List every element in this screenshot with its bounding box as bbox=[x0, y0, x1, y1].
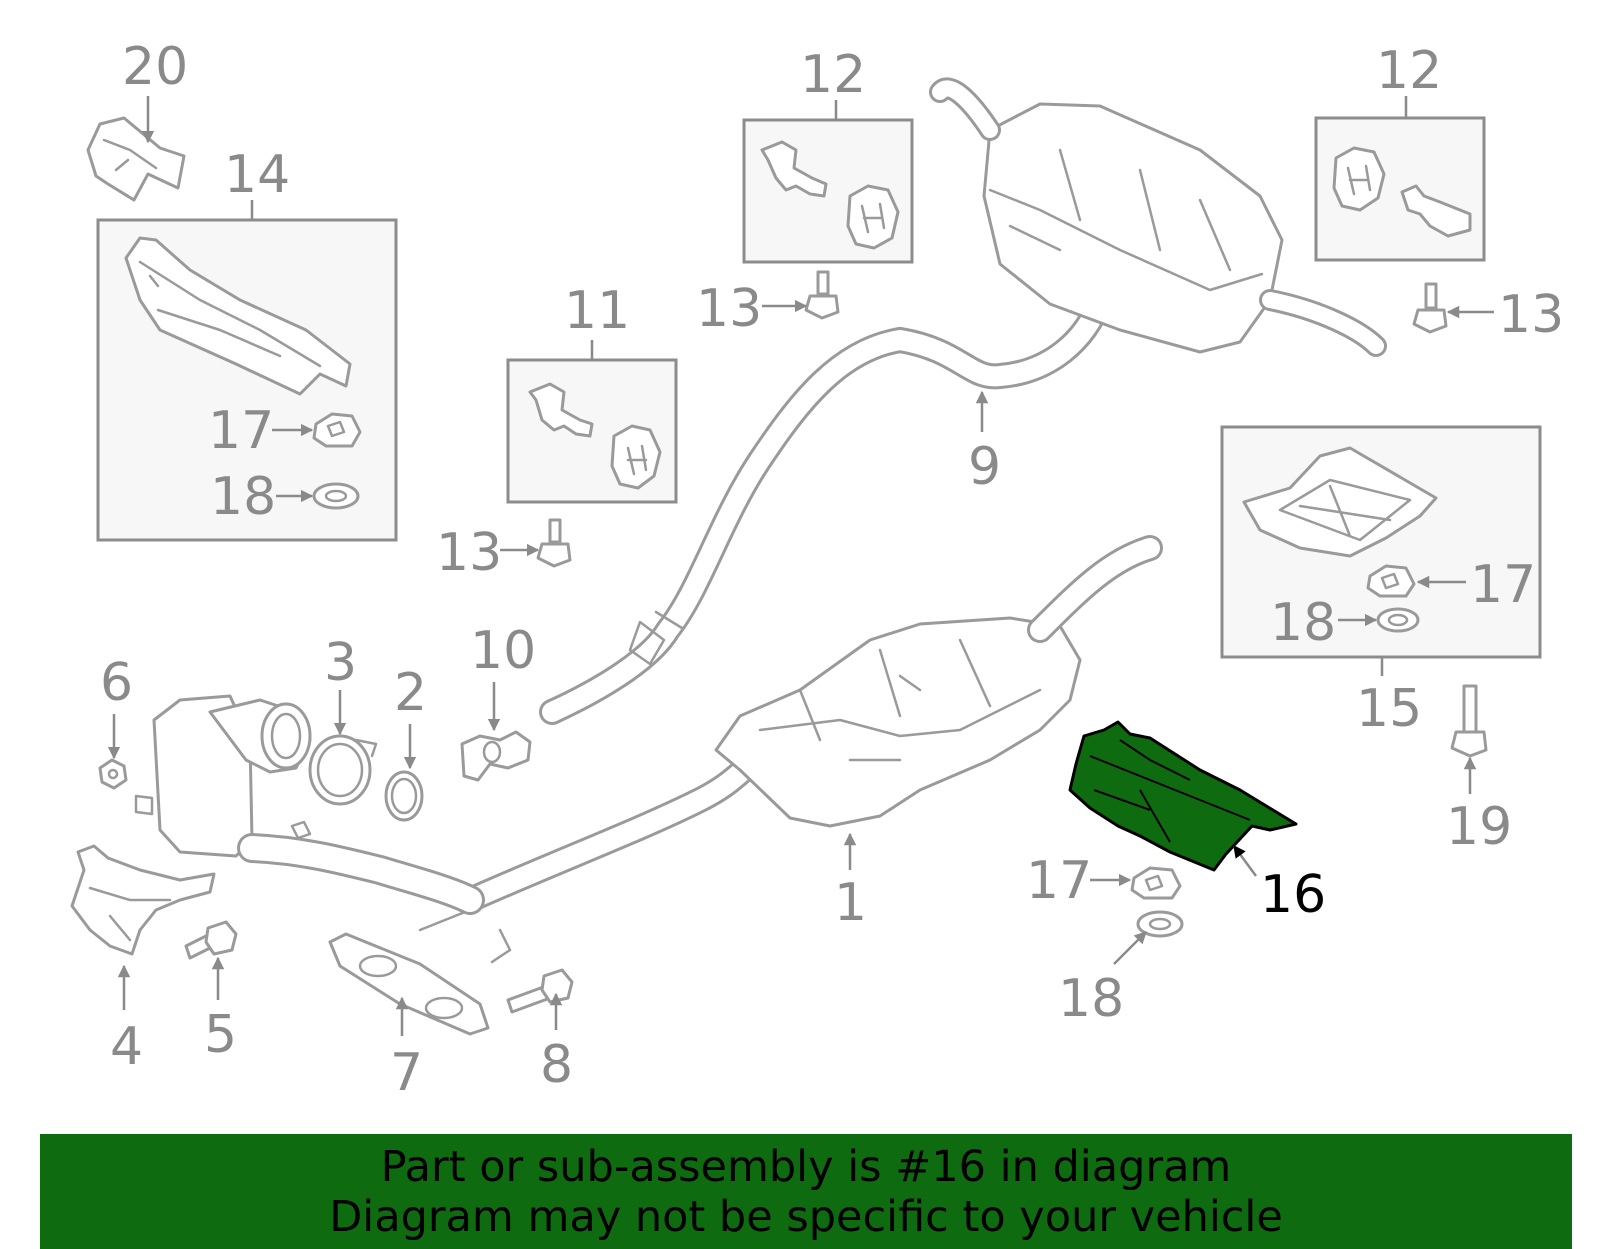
callout-17: 17 bbox=[1026, 851, 1092, 911]
callout-13: 13 bbox=[696, 279, 762, 339]
part-10-clamp bbox=[460, 730, 532, 782]
callout-13: 13 bbox=[1498, 285, 1564, 345]
callout-9: 9 bbox=[968, 437, 1001, 497]
callout-16: 16 bbox=[1260, 865, 1326, 925]
part-17-gasket-c bbox=[1130, 866, 1182, 900]
part-16-heat-shield-highlighted bbox=[1068, 720, 1298, 872]
banner-line-2: Diagram may not be specific to your vehi… bbox=[329, 1191, 1283, 1242]
callout-8: 8 bbox=[540, 1035, 573, 1095]
banner-line-1: Part or sub-assembly is #16 in diagram bbox=[380, 1141, 1232, 1192]
callout-10: 10 bbox=[470, 621, 536, 681]
leader-lines bbox=[107, 96, 1494, 1036]
callout-13: 13 bbox=[436, 523, 502, 583]
part-1-center-muffler bbox=[418, 535, 1163, 964]
callout-20: 20 bbox=[122, 37, 188, 97]
part-15-heat-shield bbox=[1242, 446, 1438, 558]
callout-15: 15 bbox=[1356, 679, 1422, 739]
part-4-bracket bbox=[70, 844, 216, 956]
callout-18: 18 bbox=[210, 467, 276, 527]
part-3-clamp bbox=[308, 734, 378, 806]
part-8-bolt bbox=[506, 968, 574, 1014]
callout-labels: 20 14 17 18 11 12 12 13 13 13 9 17 18 15… bbox=[100, 37, 1564, 1103]
callout-4: 4 bbox=[110, 1017, 143, 1077]
part-18-washer-b bbox=[1376, 607, 1420, 633]
part-13-bolt-c bbox=[536, 518, 572, 568]
part-12-hanger-left bbox=[760, 140, 900, 250]
part-17-gasket-b bbox=[1366, 564, 1416, 598]
callout-6: 6 bbox=[100, 653, 133, 713]
callout-18: 18 bbox=[1058, 969, 1124, 1029]
part-catalytic-converter bbox=[134, 694, 485, 915]
part-14-heat-shield bbox=[124, 236, 352, 396]
part-9-rear-muffler-pipe bbox=[539, 77, 1387, 725]
part-20-heat-shield bbox=[86, 116, 186, 202]
callout-18: 18 bbox=[1270, 593, 1336, 653]
callout-11: 11 bbox=[564, 281, 630, 341]
part-13-bolt-b bbox=[1412, 282, 1448, 334]
callout-17: 17 bbox=[208, 401, 274, 461]
part-6-nut bbox=[98, 758, 128, 790]
callout-1: 1 bbox=[834, 873, 867, 933]
part-18-washer-a bbox=[312, 482, 360, 510]
callout-7: 7 bbox=[390, 1043, 423, 1103]
info-banner: Part or sub-assembly is #16 in diagram D… bbox=[40, 1134, 1572, 1249]
exhaust-system-diagram: 20 14 17 18 11 12 12 13 13 13 9 17 18 15… bbox=[70, 37, 1564, 1103]
part-19-bolt bbox=[1450, 684, 1488, 758]
callout-2: 2 bbox=[394, 663, 427, 723]
callout-12: 12 bbox=[800, 45, 866, 105]
part-5-bolt bbox=[184, 920, 238, 960]
part-18-washer-c bbox=[1136, 910, 1184, 938]
callout-5: 5 bbox=[204, 1005, 237, 1065]
callout-3: 3 bbox=[324, 633, 357, 693]
part-7-flange-gasket bbox=[328, 932, 490, 1036]
callout-12: 12 bbox=[1376, 41, 1442, 101]
callout-17: 17 bbox=[1470, 555, 1536, 615]
callout-14: 14 bbox=[224, 145, 290, 205]
callout-19: 19 bbox=[1446, 797, 1512, 857]
part-11-hanger bbox=[528, 382, 662, 490]
part-2-gasket bbox=[384, 770, 424, 822]
part-13-bolt-a bbox=[804, 270, 840, 320]
part-12-hanger-right bbox=[1332, 146, 1472, 238]
part-17-gasket-a bbox=[312, 412, 362, 448]
